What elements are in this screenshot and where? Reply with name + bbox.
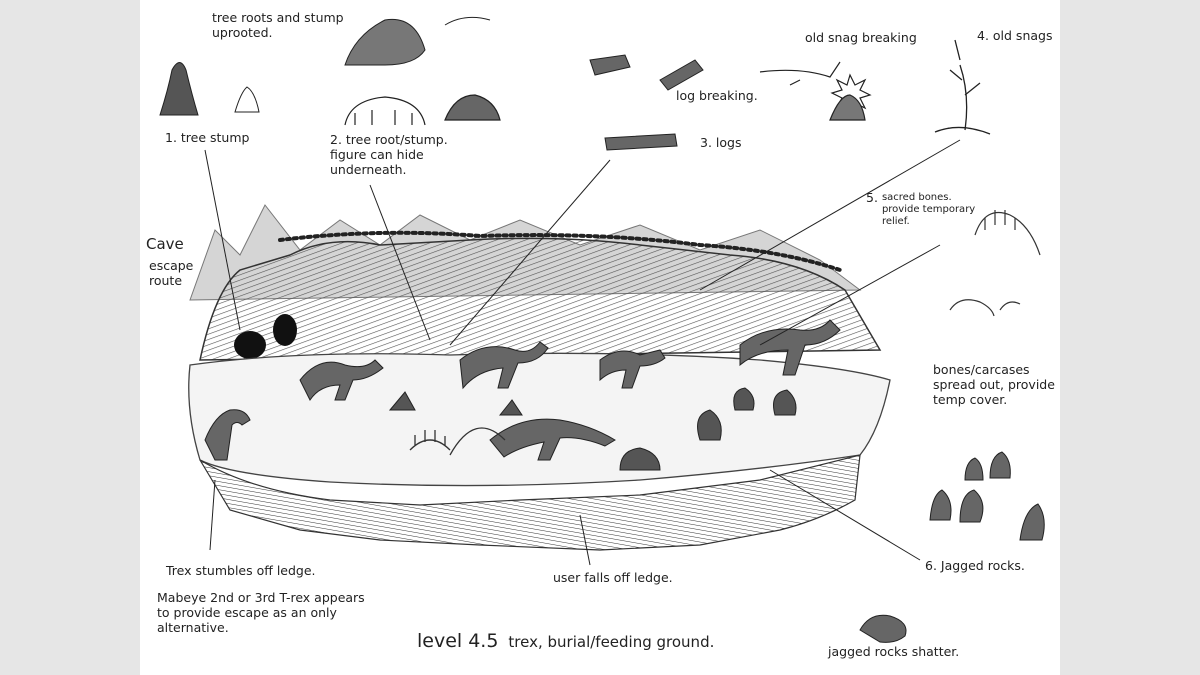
tree-stump-sketch <box>159 62 260 116</box>
cliff-wall <box>199 230 882 361</box>
jagged-rocks-plateau <box>388 387 797 471</box>
right-gutter <box>1060 0 1200 675</box>
label-user-falls: user falls off ledge. <box>553 570 673 585</box>
label-escape-route: escape route <box>149 258 193 288</box>
label-old-snags: 4. old snags <box>977 28 1053 43</box>
label-number: 5. <box>866 190 878 205</box>
label-tree-root: 2. tree root/stump. figure can hide unde… <box>330 132 448 177</box>
label-tree-stump: 1. tree stump <box>165 130 250 145</box>
old-snags-sketch <box>934 39 991 135</box>
label-line: relief. <box>881 216 910 227</box>
bone-sketches-right <box>949 210 1041 317</box>
label-mabeye: Mabeye 2nd or 3rd T-rex appears to provi… <box>157 590 365 635</box>
trex-figures <box>204 319 841 461</box>
label-logs: 3. logs <box>700 135 742 150</box>
label-line: temp cover. <box>933 392 1008 407</box>
log-sketches <box>589 54 704 151</box>
label-line: provide temporary <box>881 204 976 215</box>
cave-opening <box>234 314 297 359</box>
label-line: alternative. <box>157 620 229 635</box>
pointer-lines <box>204 139 961 566</box>
label-roots-uprooted: tree roots and stump uprooted. <box>212 10 344 40</box>
label-bones-carcases: bones/carcases spread out, provide temp … <box>933 362 1055 407</box>
jagged-rocks-right <box>859 451 1045 643</box>
ground-plateau <box>188 352 891 551</box>
label-line: uprooted. <box>212 25 273 40</box>
label-trex-stumbles: Trex stumbles off ledge. <box>166 563 316 578</box>
label-cave: Cave <box>146 235 184 253</box>
label-line: underneath. <box>330 162 407 177</box>
label-line: to provide escape as an only <box>157 605 337 620</box>
label-log-breaking: log breaking. <box>676 88 758 103</box>
label-line: figure can hide <box>330 147 424 162</box>
label-old-snag-breaking: old snag breaking <box>805 30 917 45</box>
bone-carcasses-plateau <box>409 427 506 456</box>
label-line: Mabeye 2nd or 3rd T-rex appears <box>157 590 365 605</box>
label-line: tree roots and stump <box>212 10 344 25</box>
left-gutter <box>0 0 140 675</box>
label-line: sacred bones. <box>881 192 952 203</box>
label-sacred-bones: 5. sacred bones. provide temporary relie… <box>866 190 975 228</box>
tree-root-sketch <box>344 94 501 126</box>
sheet-title: level 4.5 trex, burial/feeding ground. <box>417 632 715 651</box>
label-line: spread out, provide <box>933 377 1055 392</box>
title-level: level 4.5 <box>417 630 499 652</box>
title-description: trex, burial/feeding ground. <box>508 633 715 651</box>
label-jagged-shatter: jagged rocks shatter. <box>828 644 960 659</box>
label-line: route <box>149 273 183 288</box>
old-snag-breaking-sketch <box>759 61 872 121</box>
uprooted-stump-sketch <box>344 16 491 66</box>
label-line: 2. tree root/stump. <box>330 132 448 147</box>
label-line: escape <box>149 258 194 273</box>
label-line: bones/carcases <box>933 362 1030 377</box>
label-jagged-rocks: 6. Jagged rocks. <box>925 558 1025 573</box>
